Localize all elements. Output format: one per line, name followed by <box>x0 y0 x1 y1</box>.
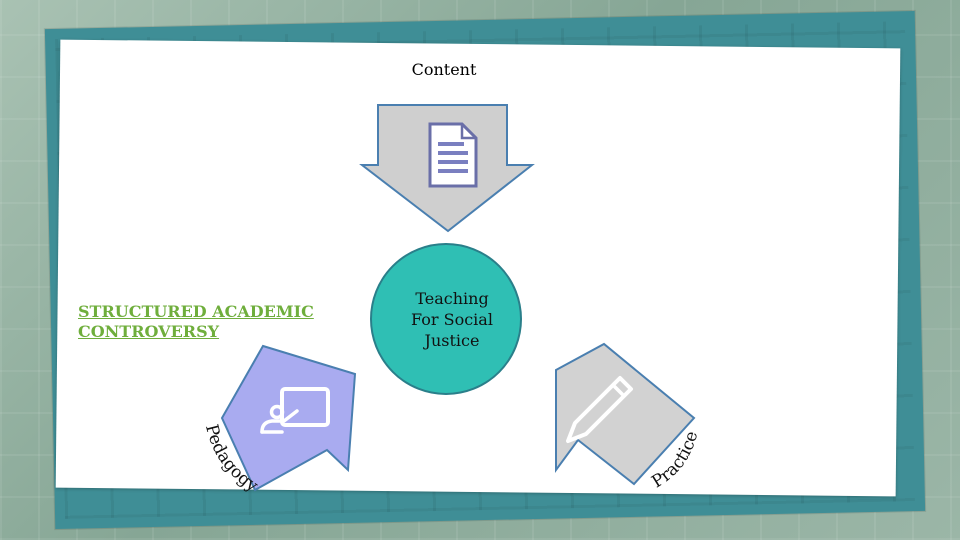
practice-arrow <box>555 342 696 486</box>
center-label: Teaching For Social Justice <box>392 288 512 351</box>
center-label-line: For Social <box>411 310 493 329</box>
content-label: Content <box>411 60 477 79</box>
pencil-icon <box>566 376 633 443</box>
center-circle <box>370 243 522 395</box>
document-icon <box>428 122 478 188</box>
center-label-line: Teaching <box>415 289 489 308</box>
structured-academic-controversy-link[interactable]: STRUCTURED ACADEMIC CONTROVERSY <box>78 302 314 341</box>
teacher-board-icon <box>260 387 330 434</box>
content-arrow <box>359 104 535 233</box>
center-label-line: Justice <box>424 331 480 350</box>
pedagogy-arrow <box>220 344 357 492</box>
